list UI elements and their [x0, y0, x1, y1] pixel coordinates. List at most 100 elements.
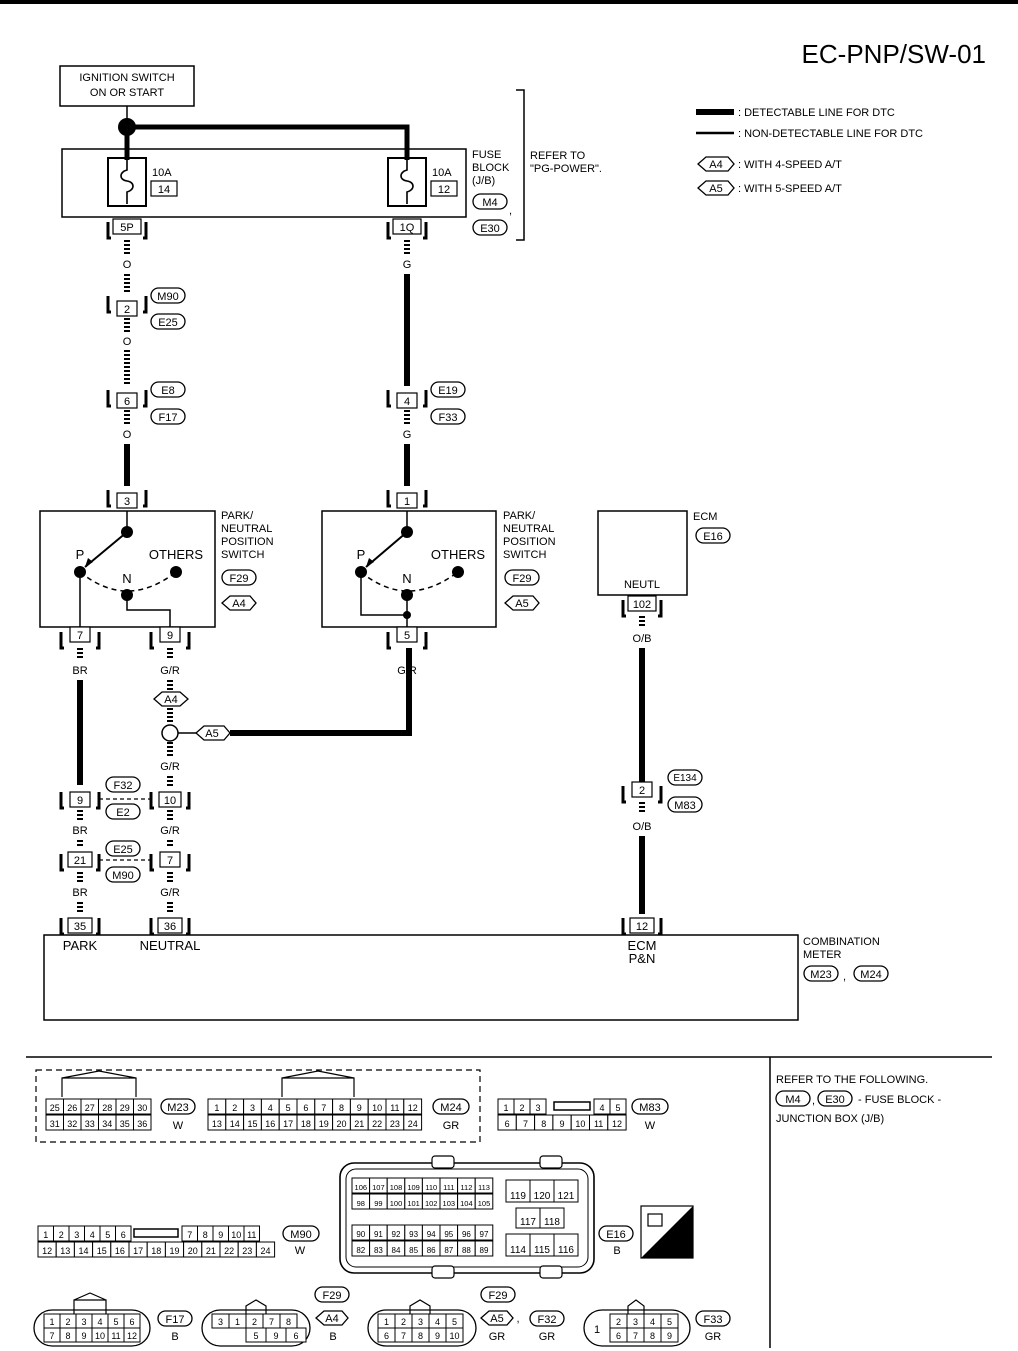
f29a-color: B — [329, 1331, 336, 1343]
f29b-pin: 5 — [452, 1317, 457, 1327]
wire-gr-1: G/R — [160, 665, 180, 677]
f29a-pin: 2 — [252, 1317, 257, 1327]
e16-pin: 87 — [444, 1246, 453, 1255]
e16-pin: 83 — [374, 1246, 383, 1255]
pnp-a5-p: P — [357, 547, 366, 562]
joint-2-pin: 2 — [124, 304, 130, 316]
e16-pin: 88 — [462, 1246, 471, 1255]
joint-21-c1: E25 — [113, 844, 133, 856]
f17-id: F17 — [166, 1314, 185, 1326]
m90-color: W — [295, 1245, 306, 1257]
joint-21-c2: M90 — [112, 870, 133, 882]
meter-pin-12: 12 — [636, 921, 648, 933]
wire-g-1: G — [403, 259, 412, 271]
meter-pin-35: 35 — [74, 921, 86, 933]
m24-pin: 12 — [408, 1103, 418, 1113]
m90-pin: 16 — [115, 1246, 125, 1256]
m24-pin: 3 — [250, 1103, 255, 1113]
f33-pin: 9 — [667, 1331, 672, 1341]
fuse-14-icon — [120, 160, 134, 204]
wire-gr-2: G/R — [160, 761, 180, 773]
f29b-variant — [480, 1310, 514, 1326]
legend-a4-text: : WITH 4-SPEED A/T — [738, 159, 842, 171]
pnp-switch-a5: 1 P N OTHERS PARK/ NEUTRAL POSITION SWIT… — [321, 490, 556, 650]
fuse-block — [61, 148, 467, 218]
f17-color: B — [171, 1331, 178, 1343]
m90-pin: 6 — [121, 1230, 126, 1240]
variant-tag-a4 — [153, 691, 189, 707]
legend-nondetectable: : NON-DETECTABLE LINE FOR DTC — [738, 128, 923, 140]
ecm-label: ECM — [693, 511, 717, 523]
m24-pin: 15 — [247, 1119, 257, 1129]
e16-pin: 121 — [558, 1191, 575, 1202]
e16-pin: 116 — [558, 1245, 574, 1256]
wire-gr-a5: G/R — [397, 665, 417, 677]
f17-tag — [157, 1310, 193, 1327]
hs-connector-icon — [647, 1213, 663, 1227]
m83-pin: 1 — [503, 1103, 508, 1113]
pnp-a5-label-3: POSITION — [503, 536, 556, 548]
e16-pin: 92 — [392, 1230, 401, 1239]
pnp-switch-a4: 3 P N OTHERS PARK/ NEUTRAL POSITION SWIT… — [39, 490, 274, 650]
m90-tag — [282, 1225, 320, 1242]
m23-tag — [160, 1098, 196, 1115]
refer-to-2: "PG-POWER". — [530, 163, 602, 175]
joint-ecm-pin: 2 — [639, 785, 645, 797]
e16-pin: 102 — [425, 1199, 438, 1208]
f29b-pin: 3 — [418, 1317, 423, 1327]
refer-to-1: REFER TO — [530, 150, 586, 162]
pnp-a5-n: N — [402, 571, 411, 586]
refer-box-comma: , — [812, 1095, 815, 1107]
m83-tag — [631, 1098, 669, 1115]
f33-cell — [660, 1327, 679, 1343]
fuse-14-num: 14 — [158, 184, 170, 196]
m90-pin: 7 — [187, 1230, 192, 1240]
meter-c1: M23 — [810, 969, 831, 981]
f29b-comma: , — [516, 1313, 519, 1325]
f29a-pin: 5 — [253, 1331, 258, 1341]
e16-tag — [598, 1225, 634, 1242]
f29a-pin: 1 — [235, 1317, 240, 1327]
fuse-conn-e30: E30 — [480, 223, 500, 235]
e16-cell — [474, 1177, 494, 1194]
m90-pin: 1 — [43, 1230, 48, 1240]
pnp-a5-label-2: NEUTRAL — [503, 523, 554, 535]
f33-pin: 1 — [594, 1324, 600, 1336]
m90-pin: 15 — [97, 1246, 107, 1256]
f33-color: GR — [705, 1331, 722, 1343]
e16-pin: 100 — [390, 1199, 403, 1208]
ecm-pin-102: 102 — [633, 599, 651, 611]
m83-pin: 10 — [575, 1119, 585, 1129]
power-wire — [127, 124, 410, 160]
wire-o-2: O — [123, 336, 132, 348]
pnp-a5-variant: A5 — [515, 598, 528, 610]
wire-o-3: O — [123, 429, 132, 441]
m83-color: W — [645, 1120, 656, 1132]
f33-id: F33 — [704, 1314, 723, 1326]
e16-pin: 91 — [374, 1230, 383, 1239]
joint-6-c2: F17 — [159, 412, 178, 424]
m24-pin: 24 — [408, 1119, 418, 1129]
f33-pin: 7 — [633, 1331, 638, 1341]
m90-pin: 11 — [247, 1230, 256, 1240]
legend-a5-text: : WITH 5-SPEED A/T — [738, 183, 842, 195]
m83-cell — [609, 1098, 627, 1115]
joint-2-m90-e25: 2 M90 E25 — [106, 287, 186, 330]
legend-a4-tag — [697, 156, 735, 172]
f33-pin: 8 — [650, 1331, 655, 1341]
m90-pin: 20 — [188, 1246, 198, 1256]
m90-cell — [243, 1225, 260, 1242]
wire-o-1: O — [123, 259, 132, 271]
pnp-a4-n: N — [122, 571, 131, 586]
e16-pin: 105 — [478, 1199, 491, 1208]
pnp-a5-label-4: SWITCH — [503, 549, 546, 561]
term-1q-label: 1Q — [400, 222, 415, 234]
fuse-12-num: 12 — [438, 184, 450, 196]
f29b-cell — [445, 1327, 464, 1343]
wire-gr-3: G/R — [160, 825, 180, 837]
m24-cell — [403, 1098, 423, 1115]
m24-pin: 5 — [286, 1103, 291, 1113]
wire-br-3: BR — [72, 887, 87, 899]
m23-pin: 35 — [120, 1119, 130, 1129]
m24-pin: 9 — [357, 1103, 362, 1113]
